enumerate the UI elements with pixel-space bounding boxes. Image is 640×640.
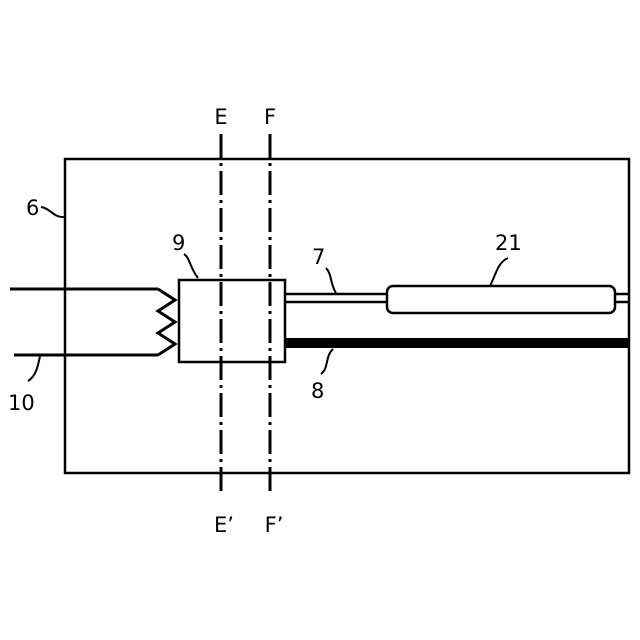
leader-9 [184,254,198,278]
section-f-top-label: F [264,105,276,129]
leader-10 [28,356,40,381]
leader-6 [41,207,64,217]
section-f-bottom-label: F’ [265,513,284,537]
outer-frame [65,159,629,473]
leader-7 [326,268,336,293]
section-e-bottom-label: E’ [214,513,234,537]
ref-21-label: 21 [495,231,522,255]
element-21 [387,286,615,313]
leader-21 [490,258,508,286]
section-e-top-label: E [214,105,227,129]
ref-6-label: 6 [26,196,39,220]
ref-10-label: 10 [8,391,35,415]
ref-9-label: 9 [172,231,185,255]
ref-8-label: 8 [311,379,324,403]
zigzag-connector [158,289,175,355]
leader-8 [321,349,333,374]
ref-7-label: 7 [312,245,325,269]
thick-line-8 [286,338,629,348]
